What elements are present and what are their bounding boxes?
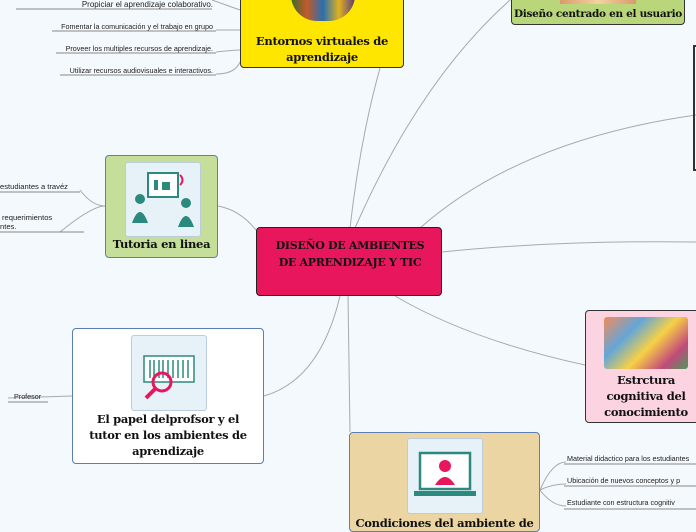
node-title: Diseño centrado en el usuario [512, 7, 684, 21]
node-papel-profesor[interactable]: El papel delprofsor y el tutor en los am… [72, 328, 264, 464]
leaf-entornos-4: Utilizar recursos audiovisuales e intera… [70, 66, 213, 75]
barcode-search-icon [131, 335, 207, 411]
leaf-entornos-2: Fomentar la comunicación y el trabajo en… [61, 22, 213, 31]
node-condiciones-ambiente[interactable]: Condiciones del ambiente de [349, 432, 540, 532]
leaf-tutoria-1: estudiantes a travéz [0, 182, 68, 191]
node-title: El papel delprofsor y el tutor en los am… [81, 411, 255, 459]
node-tutoria-en-linea[interactable]: Tutoria en linea [105, 155, 218, 258]
leaf-condiciones-3: Estudiante con estructura cognitiv [567, 498, 675, 507]
collage-image [291, 0, 355, 21]
leaf-entornos-3: Proveer los multiples recursos de aprend… [66, 44, 213, 53]
leaf-tutoria-3: ntes. [0, 222, 16, 231]
children-image [604, 317, 688, 369]
leaf-tutoria-2: requerimientos [2, 213, 52, 222]
leaf-condiciones-2: Ubicación de nuevos conceptos y p [567, 476, 680, 485]
central-topic[interactable]: DISEÑO DE AMBIENTES DE APRENDIZAJE Y TIC [256, 227, 442, 296]
node-title: Condiciones del ambiente de [350, 515, 539, 531]
monitor-user-icon [407, 438, 483, 514]
node-title: Entornos virtuales de aprendizaje [247, 33, 397, 65]
leaf-entornos-1: Propiciar el aprendizaje colaborativo. [82, 0, 213, 9]
node-entornos-virtuales[interactable]: Entornos virtuales de aprendizaje [240, 0, 404, 68]
node-estructura-cognitiva[interactable]: Estrctura cognitiva del conocimiento [585, 310, 696, 423]
collage-image [560, 0, 636, 4]
central-title: DISEÑO DE AMBIENTES DE APRENDIZAJE Y TIC [271, 237, 429, 271]
node-title: Estrctura cognitiva del conocimiento [590, 372, 696, 420]
node-title: Tutoria en linea [106, 236, 217, 252]
leaf-profesor: Profesor [14, 392, 41, 401]
tutoring-icon [125, 162, 201, 237]
node-diseno-usuario[interactable]: Diseño centrado en el usuario [511, 0, 685, 25]
leaf-condiciones-1: Material didactico para los estudiantes [567, 454, 689, 463]
